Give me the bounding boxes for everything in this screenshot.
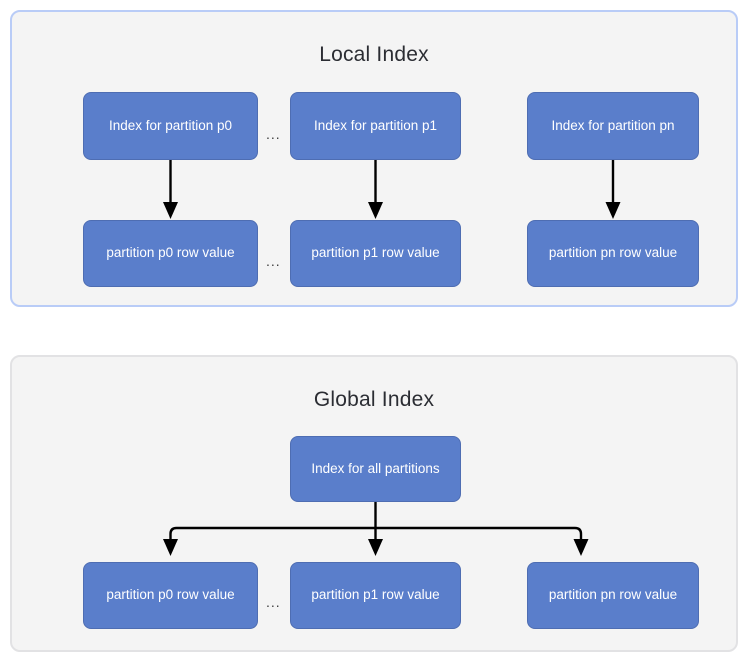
- global-index-panel: Global Index Index for all partitions pa…: [10, 355, 738, 652]
- global-index-title: Global Index: [313, 388, 435, 411]
- node-index-partition-pn[interactable]: Index for partition pn: [527, 92, 699, 160]
- node-global-value-partition-p0[interactable]: partition p0 row value: [83, 562, 258, 629]
- node-global-value-partition-p1[interactable]: partition p1 row value: [290, 562, 461, 629]
- node-index-partition-p0[interactable]: Index for partition p0: [83, 92, 258, 160]
- ellipsis-global-value-row: ...: [266, 594, 281, 610]
- node-index-partition-p1[interactable]: Index for partition p1: [290, 92, 461, 160]
- node-value-partition-p0[interactable]: partition p0 row value: [83, 220, 258, 287]
- ellipsis-value-row: ...: [266, 253, 281, 269]
- node-global-value-partition-pn[interactable]: partition pn row value: [527, 562, 699, 629]
- local-index-title: Local Index: [319, 43, 429, 66]
- ellipsis-index-row: ...: [266, 126, 281, 142]
- node-value-partition-pn[interactable]: partition pn row value: [527, 220, 699, 287]
- node-index-all-partitions[interactable]: Index for all partitions: [290, 436, 461, 502]
- local-index-panel: Local Index Index for partition p0 Index…: [10, 10, 738, 307]
- node-value-partition-p1[interactable]: partition p1 row value: [290, 220, 461, 287]
